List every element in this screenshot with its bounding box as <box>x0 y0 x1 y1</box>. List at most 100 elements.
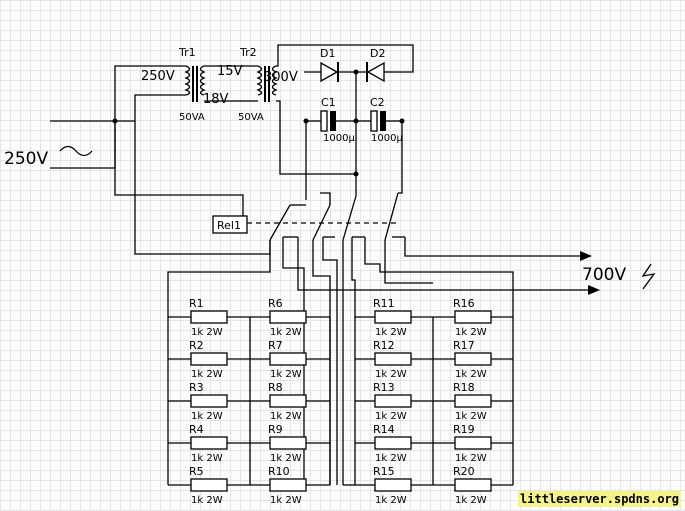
tr2-power: 50VA <box>238 112 264 123</box>
relay-label: Rel1 <box>217 219 241 232</box>
resistor-16: R16 1k 2W <box>433 297 513 338</box>
resistor-value: 1k 2W <box>375 327 407 338</box>
resistor-body <box>269 352 307 366</box>
resistor-body <box>374 436 412 450</box>
relay-rel1: Rel1 <box>212 215 398 234</box>
c2-label: C2 <box>370 96 385 109</box>
resistor-9: R9 1k 2W <box>250 423 330 464</box>
resistor-name: R7 <box>268 339 283 352</box>
c1-value: 1000µ <box>323 133 355 144</box>
resistor-value: 1k 2W <box>375 495 407 506</box>
resistor-body <box>454 478 492 492</box>
resistor-value: 1k 2W <box>270 411 302 422</box>
resistor-value: 1k 2W <box>270 495 302 506</box>
c2-value: 1000µ <box>371 133 403 144</box>
resistor-body <box>269 394 307 408</box>
resistor-name: R14 <box>373 423 395 436</box>
resistor-body <box>190 436 228 450</box>
resistor-name: R15 <box>373 465 395 478</box>
resistor-name: R6 <box>268 297 283 310</box>
resistor-1: R1 1k 2W <box>168 297 250 338</box>
resistor-value: 1k 2W <box>455 453 487 464</box>
resistor-5: R5 1k 2W <box>168 465 250 506</box>
resistor-body <box>190 310 228 324</box>
tr2-secondary: 300V <box>264 70 298 85</box>
tr1-secondary: 18V <box>203 92 229 107</box>
tr1-power: 50VA <box>179 112 205 123</box>
capacitor-c2: C2 1000µ <box>356 96 403 144</box>
resistor-body <box>374 310 412 324</box>
resistor-body <box>269 478 307 492</box>
resistor-name: R17 <box>453 339 475 352</box>
resistor-name: R5 <box>189 465 204 478</box>
resistor-body <box>374 352 412 366</box>
resistor-value: 1k 2W <box>191 327 223 338</box>
tr2-primary: 15V <box>217 64 243 79</box>
resistor-name: R9 <box>268 423 283 436</box>
resistor-19: R19 1k 2W <box>433 423 513 464</box>
resistor-12: R12 1k 2W <box>355 339 433 380</box>
resistor-value: 1k 2W <box>270 369 302 380</box>
resistor-value: 1k 2W <box>375 369 407 380</box>
resistor-7: R7 1k 2W <box>250 339 330 380</box>
resistor-name: R19 <box>453 423 475 436</box>
resistor-body <box>454 394 492 408</box>
resistor-17: R17 1k 2W <box>433 339 513 380</box>
resistor-body <box>190 394 228 408</box>
tr1-primary: 250V <box>141 69 175 84</box>
capacitor-c1: C1 1000µ <box>306 96 356 144</box>
resistor-value: 1k 2W <box>191 495 223 506</box>
resistor-6: R6 1k 2W <box>250 297 330 338</box>
resistor-value: 1k 2W <box>455 327 487 338</box>
resistor-value: 1k 2W <box>270 453 302 464</box>
resistor-body <box>190 352 228 366</box>
resistor-body <box>454 310 492 324</box>
resistor-name: R13 <box>373 381 395 394</box>
resistor-value: 1k 2W <box>375 453 407 464</box>
resistor-body <box>454 352 492 366</box>
relay-contacts <box>269 192 405 241</box>
resistor-value: 1k 2W <box>455 495 487 506</box>
resistor-11: R11 1k 2W <box>355 297 433 338</box>
d1-label: D1 <box>320 47 335 60</box>
resistor-body <box>269 310 307 324</box>
resistor-2: R2 1k 2W <box>168 339 250 380</box>
resistor-body <box>374 394 412 408</box>
resistor-10: R10 1k 2W <box>250 465 330 506</box>
resistor-value: 1k 2W <box>191 411 223 422</box>
resistor-body <box>190 478 228 492</box>
transformer-tr2: Tr2 15V 300V 50VA <box>217 46 298 123</box>
output-voltage-label: 700V <box>582 265 626 285</box>
resistor-3: R3 1k 2W <box>168 381 250 422</box>
resistor-name: R10 <box>268 465 290 478</box>
website-watermark[interactable]: littleserver.spdns.org <box>518 491 681 507</box>
resistor-value: 1k 2W <box>270 327 302 338</box>
resistor-name: R1 <box>189 297 204 310</box>
tr2-name: Tr2 <box>239 46 257 59</box>
d2-label: D2 <box>370 47 385 60</box>
resistor-name: R2 <box>189 339 204 352</box>
input-voltage-label: 250V <box>4 149 48 169</box>
c1-label: C1 <box>321 96 336 109</box>
resistor-value: 1k 2W <box>191 369 223 380</box>
resistor-value: 1k 2W <box>455 369 487 380</box>
resistor-8: R8 1k 2W <box>250 381 330 422</box>
resistor-name: R8 <box>268 381 283 394</box>
resistor-name: R3 <box>189 381 204 394</box>
resistor-value: 1k 2W <box>191 453 223 464</box>
tr1-name: Tr1 <box>178 46 196 59</box>
resistor-body <box>454 436 492 450</box>
lightning-icon <box>641 263 656 290</box>
resistor-name: R11 <box>373 297 395 310</box>
resistor-body <box>269 436 307 450</box>
diode-d1: D1 <box>304 47 366 83</box>
resistor-15: R15 1k 2W <box>355 465 433 506</box>
resistor-name: R18 <box>453 381 475 394</box>
resistor-name: R16 <box>453 297 475 310</box>
resistor-name: R12 <box>373 339 395 352</box>
